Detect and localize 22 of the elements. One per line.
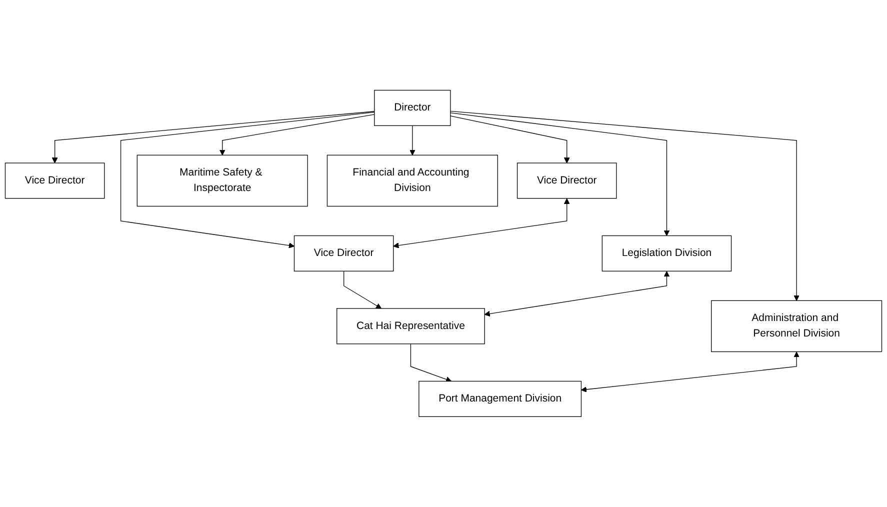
node-box: Financial and Accounting Division xyxy=(326,154,498,207)
arrow xyxy=(52,111,375,164)
arrow xyxy=(484,271,670,317)
arrow xyxy=(410,125,416,156)
arrow xyxy=(580,352,800,392)
node-box: Vice Director xyxy=(294,235,394,272)
node-box: Administration and Personnel Division xyxy=(711,300,882,352)
arrow xyxy=(450,110,800,301)
arrow xyxy=(410,344,452,382)
arrow xyxy=(344,270,382,309)
arrow xyxy=(219,114,375,156)
node-box: Director xyxy=(374,90,451,126)
arrow xyxy=(450,112,670,236)
node-box: Vice Director xyxy=(4,162,105,199)
arrow xyxy=(450,116,570,164)
node-box: Legislation Division xyxy=(602,235,732,272)
node-box: Cat Hai Representative xyxy=(336,308,485,344)
node-box: Port Management Division xyxy=(418,380,582,417)
node-box: Maritime Safety & Inspectorate xyxy=(136,154,308,207)
node-box: Vice Director xyxy=(516,162,617,199)
arrow xyxy=(120,112,375,248)
arrow xyxy=(393,198,570,248)
